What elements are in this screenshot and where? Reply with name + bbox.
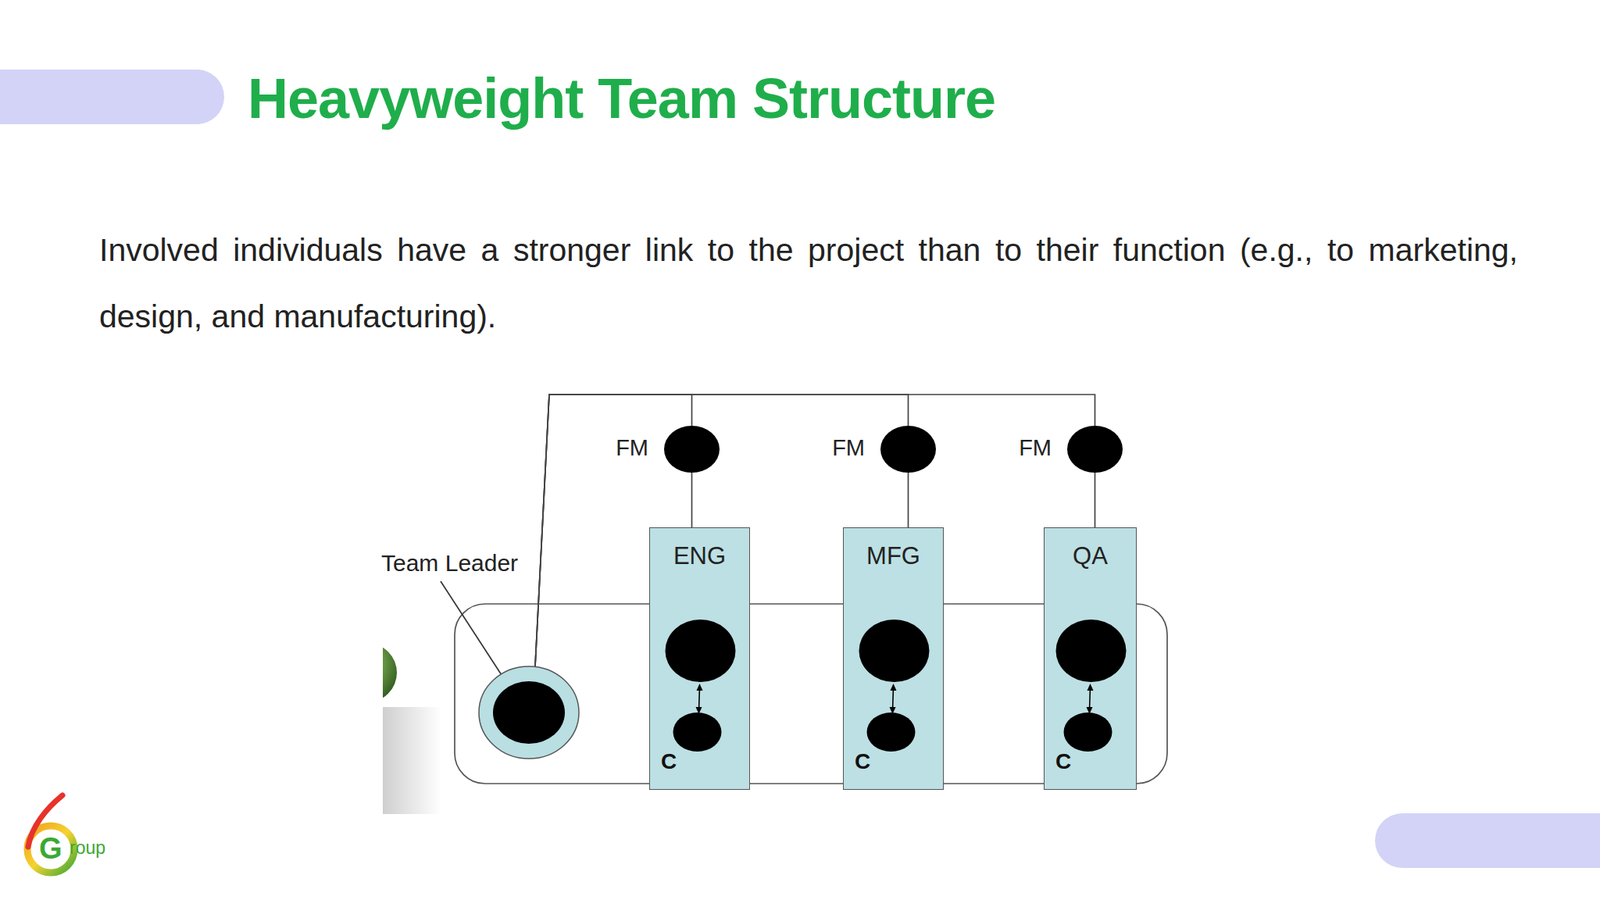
slide-title: Heavyweight Team Structure [247, 65, 996, 132]
pill-decoration [0, 69, 225, 125]
leader-dot [492, 681, 565, 744]
arrow-head [696, 707, 703, 715]
ring-shape [478, 665, 580, 760]
manager-dot [1067, 425, 1123, 473]
manager-label: FM [1018, 434, 1052, 461]
logo-letter: G [39, 831, 63, 866]
circle-shape [1067, 425, 1123, 473]
customer-dot [867, 712, 916, 752]
manager-label: FM [832, 434, 865, 461]
shadow-shading [382, 707, 442, 815]
arrow-head [890, 683, 897, 691]
manager-label: FM [615, 434, 649, 461]
arrow-head [1087, 683, 1094, 691]
connector-line [691, 472, 693, 528]
customer-dot [673, 712, 722, 752]
customer-label: C [1055, 749, 1072, 775]
logo-text: roup [69, 836, 106, 859]
member-dot [1056, 619, 1127, 683]
manager-circle: FM [880, 425, 936, 473]
green-sphere [382, 642, 397, 703]
body-text: Involved individuals have a stronger lin… [99, 217, 1518, 350]
connector-line [535, 394, 1096, 667]
customer-label: C [660, 749, 677, 775]
function-label: QA [1044, 542, 1136, 571]
double-arrow [892, 687, 894, 711]
double-arrow [699, 687, 700, 711]
connector-line [1094, 472, 1097, 528]
manager-dot [880, 425, 936, 473]
function-label: MFG [843, 542, 943, 571]
circle-shape [880, 425, 936, 473]
circle-shape [664, 425, 720, 473]
manager-dot [664, 425, 720, 473]
function-label: ENG [650, 542, 750, 571]
member-dot [665, 619, 736, 683]
leader-circle: Team Leader [478, 665, 580, 760]
leader-ring [478, 666, 579, 759]
customer-dot [1064, 712, 1113, 752]
double-arrow [1089, 687, 1091, 711]
arrow-head [889, 707, 897, 715]
leader-label: Team Leader [381, 549, 518, 578]
arrow-head [1086, 707, 1093, 715]
manager-circle: FM [1067, 425, 1123, 473]
function-box: MFG C [842, 527, 944, 790]
manager-circle: FM [664, 425, 720, 473]
pill-decoration [1375, 813, 1600, 868]
customer-label: C [854, 749, 871, 775]
connector-line [907, 472, 910, 528]
arrow-head [696, 683, 704, 691]
member-dot [859, 619, 930, 683]
function-box: QA C [1043, 527, 1137, 790]
function-box: ENG C [649, 527, 750, 790]
